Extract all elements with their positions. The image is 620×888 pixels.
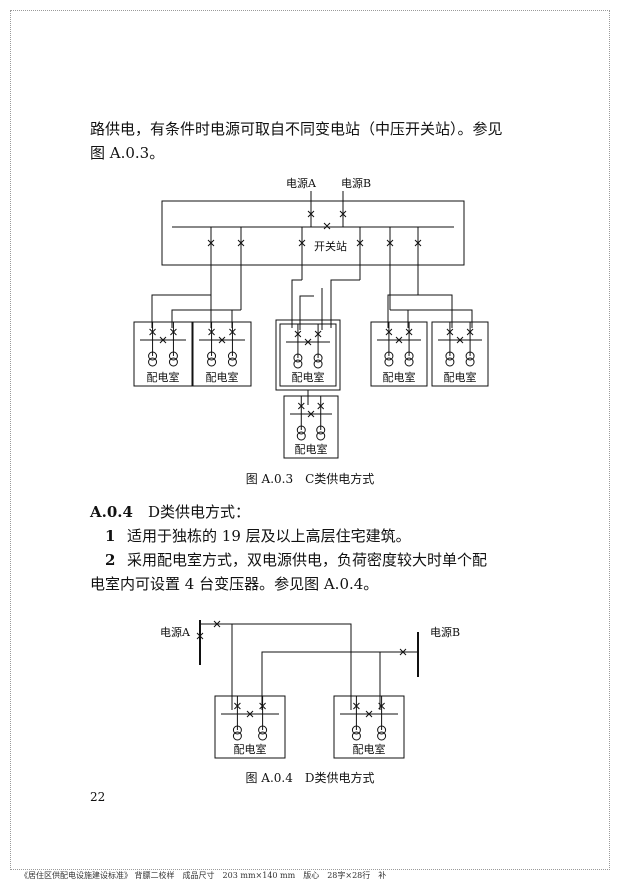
page-border — [10, 10, 610, 870]
room-label: 配电室 — [292, 370, 325, 384]
room-label: 配电室 — [147, 370, 180, 384]
list-item: 2 采用配电室方式，双电源供电，负荷密度较大时单个配 — [90, 547, 540, 573]
section-title: D类供电方式： — [147, 503, 251, 521]
transformer-icon — [293, 353, 303, 363]
figure-c-diagram: 电源A 电源B 开关站 配电室配电室配电室配电室配电室配电室 — [133, 176, 489, 459]
figure-c-caption: 图 A.0.3 C类供电方式 — [245, 472, 375, 486]
transformer-icon — [445, 351, 455, 361]
distribution-room: 配电室 — [214, 695, 286, 759]
transformer-icon — [377, 725, 387, 735]
item-number: 1 — [105, 527, 116, 545]
distribution-room: 配电室 — [333, 695, 405, 759]
distribution-room: 配电室 — [279, 323, 337, 387]
source-b-label: 电源B — [430, 625, 460, 639]
distribution-room: 配电室 — [431, 321, 489, 387]
room-label: 配电室 — [444, 370, 477, 384]
figure-d-caption: 图 A.0.4 D类供电方式 — [245, 771, 375, 785]
body-text-line: 电室内可设置 4 台变压器。参见图 A.0.4。 — [90, 575, 379, 593]
distribution-room: 配电室 — [370, 321, 428, 387]
source-a-label: 电源A — [286, 176, 317, 190]
transformer-icon — [404, 351, 414, 361]
transformer-icon — [313, 353, 323, 363]
transformer-icon — [316, 425, 326, 435]
room-label: 配电室 — [234, 742, 267, 756]
body-text-line: 路供电，有条件时电源可取自不同变电站（中压开关站）。参见 — [90, 120, 503, 138]
section-heading: A.0.4 D类供电方式： — [90, 499, 540, 525]
transformer-icon — [384, 351, 394, 361]
page-number: 22 — [90, 790, 106, 804]
body-text-line: 图 A.0.3。 — [90, 144, 165, 162]
source-a-label: 电源A — [160, 625, 191, 639]
transformer-icon — [296, 425, 306, 435]
section-number: A.0.4 — [90, 503, 133, 521]
distribution-room: 配电室 — [192, 321, 252, 387]
transformer-icon — [232, 725, 242, 735]
transformer-icon — [168, 351, 178, 361]
distribution-room: 配电室 — [283, 395, 339, 459]
transformer-icon — [465, 351, 475, 361]
transformer-icon — [258, 725, 268, 735]
transformer-icon — [227, 351, 237, 361]
print-footer: 《居住区供配电设施建设标准》 背膘二校样 成品尺寸 203 mm×140 mm … — [20, 871, 387, 880]
item-text: 采用配电室方式，双电源供电，负荷密度较大时单个配 — [127, 551, 488, 569]
room-label: 配电室 — [353, 742, 386, 756]
item-text: 适用于独栋的 19 层及以上高层住宅建筑。 — [127, 527, 411, 545]
bus-tie-switches — [307, 210, 347, 230]
room-label: 配电室 — [383, 370, 416, 384]
transformer-icon — [207, 351, 217, 361]
list-item: 1 适用于独栋的 19 层及以上高层住宅建筑。 — [90, 523, 540, 549]
figure-d-diagram: 电源A 电源B 配电室 配电室 — [160, 620, 460, 759]
room-label: 配电室 — [206, 370, 239, 384]
transformer-icon — [351, 725, 361, 735]
item-number: 2 — [105, 551, 116, 569]
transformer-icon — [148, 351, 158, 361]
room-label: 配电室 — [295, 442, 328, 456]
distribution-room: 配电室 — [133, 321, 193, 387]
switch-station-label: 开关站 — [314, 239, 347, 253]
source-b-label: 电源B — [341, 176, 371, 190]
